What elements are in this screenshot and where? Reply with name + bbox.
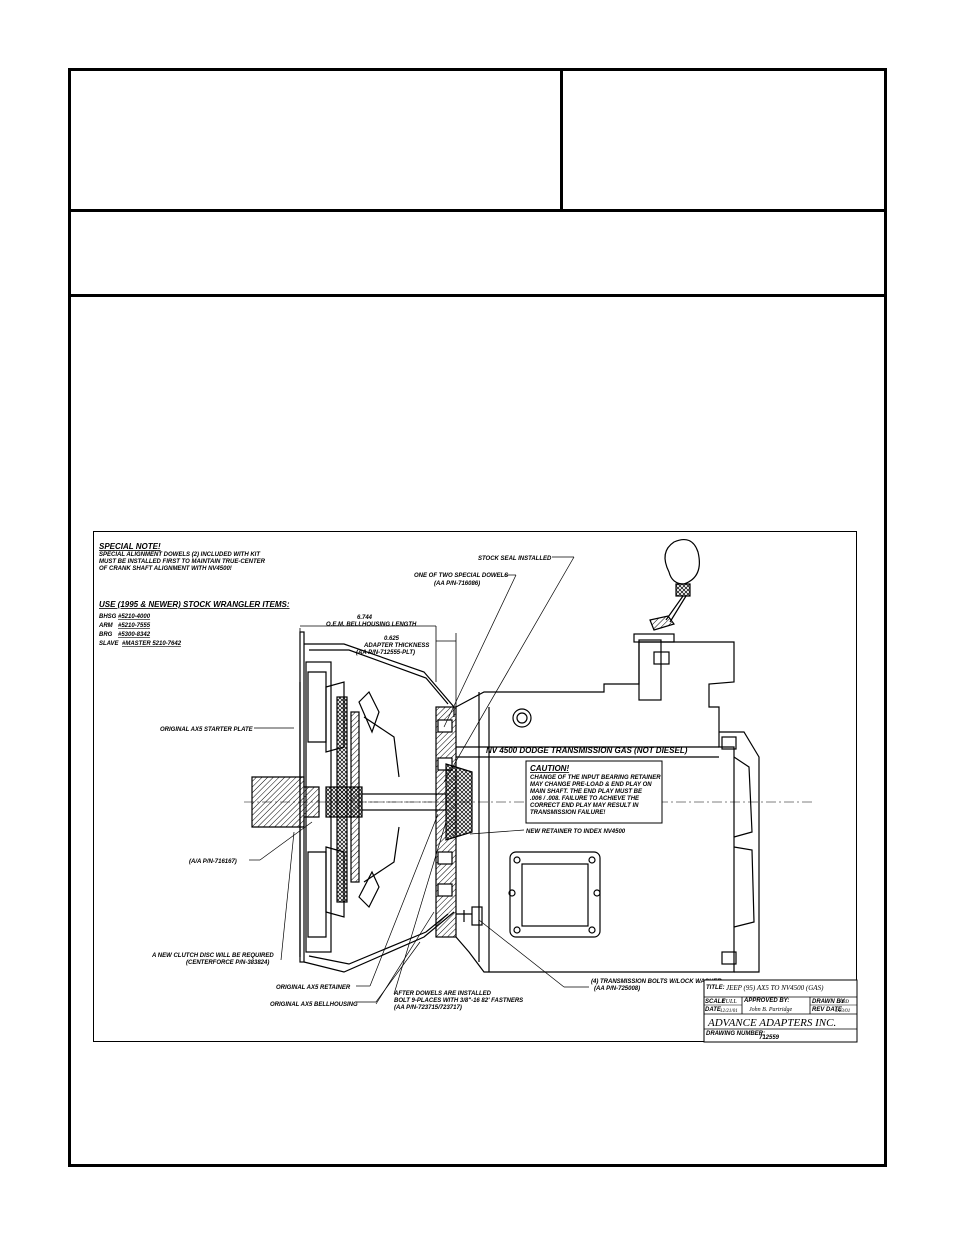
caution-box: CAUTION! CHANGE OF THE INPUT BEARING RET… (525, 760, 663, 824)
approved-label: APPROVED BY: (743, 998, 789, 1004)
caution-line: MAY CHANGE PRE-LOAD & END PLAY ON (530, 782, 652, 788)
drawn-value: KBD (838, 1000, 849, 1005)
dimension-labels: 6.744 O.E.M. BELLHOUSING LENGTH 0.625 AD… (326, 615, 429, 656)
stock-item-label: SLAVE (99, 641, 120, 647)
scale-label: SCALE (705, 999, 726, 1005)
leader-lines (249, 556, 589, 1005)
clutch-disc-label: A NEW CLUTCH DISC WILL BE REQUIRED (151, 953, 274, 959)
header-column-divider (560, 68, 563, 212)
caution-line: MAIN SHAFT. THE END PLAY MUST BE (530, 789, 643, 795)
drawing-number: 712559 (759, 1035, 780, 1041)
trans-bolts-pn-label: (AA P/N-725008) (594, 986, 640, 992)
after-dowels-label: AFTER DOWELS ARE INSTALLED (393, 991, 492, 997)
transmission-label: NV 4500 DODGE TRANSMISSION GAS (NOT DIES… (486, 746, 688, 755)
stock-items-heading: USE (1995 & NEWER) STOCK WRANGLER ITEMS: (99, 600, 290, 609)
stock-item-label: BRG (99, 632, 113, 638)
stock-item-label: ARM (98, 623, 114, 629)
clutch-disc-pn-label: (CENTERFORCE P/N-383824) (186, 960, 269, 966)
aa-pn-label: (A/A P/N-716167) (189, 859, 237, 865)
stock-item-value: #MASTER 5210-7642 (122, 641, 182, 647)
callouts: STOCK SEAL INSTALLED ONE OF TWO SPECIAL … (151, 556, 722, 1011)
bellhousing-dimension-value: 6.744 (357, 615, 373, 621)
stock-item-label: BHSG (99, 614, 117, 620)
special-note-line: SPECIAL ALIGNMENT DOWELS (2) INCLUDED WI… (99, 552, 261, 558)
date-value: 12/21/01 (720, 1009, 738, 1014)
drawn-label: DRAWN BY (812, 999, 846, 1005)
adapter-plate (435, 706, 483, 938)
title-value: JEEP (95) AX5 TO NV4500 (GAS) (726, 984, 824, 992)
adapter-dimension-label: ADAPTER THICKNESS (363, 643, 429, 649)
bellhousing-dimension-label: O.E.M. BELLHOUSING LENGTH (326, 622, 417, 628)
transmission-case (455, 633, 760, 973)
dowel-pn-label: (AA P/N-716086) (434, 581, 480, 587)
caution-line: CHANGE OF THE INPUT BEARING RETAINER (530, 775, 661, 781)
caution-line: TRANSMISSION FAILURE! (530, 810, 605, 816)
approved-signature: John B. Partridge (749, 1007, 792, 1013)
company-name: ADVANCE ADAPTERS INC. (707, 1017, 836, 1029)
date-label: DATE (705, 1007, 722, 1013)
special-note-heading: SPECIAL NOTE! (99, 542, 161, 551)
drawing-number-label: DRAWING NUMBER: (706, 1031, 765, 1037)
fasteners-label: BOLT 9-PLACES WITH 3/8"-16 82' FASTNERS (394, 998, 523, 1004)
dowel-label: ONE OF TWO SPECIAL DOWELS (414, 573, 508, 579)
rev-value: 3/23/01 (835, 1009, 850, 1014)
trans-bolts-label: (4) TRANSMISSION BOLTS W/LOCK WASHER (591, 979, 722, 985)
stock-item-value: #5210-4000 (118, 614, 151, 620)
crank-shaft (244, 776, 814, 828)
special-note-line: OF CRANK SHAFT ALIGNMENT WITH NV4500! (99, 566, 232, 572)
rev-label: REV DATE (812, 1007, 843, 1013)
drawing-svg: SPECIAL NOTE! SPECIAL ALIGNMENT DOWELS (… (98, 539, 858, 1043)
new-retainer-label: NEW RETAINER TO INDEX NV4500 (526, 829, 626, 835)
caution-line: .006 / .008. FAILURE TO ACHIEVE THE (530, 796, 640, 802)
special-note-line: MUST BE INSTALLED FIRST TO MAINTAIN TRUE… (99, 559, 266, 565)
title-block: TITLE: JEEP (95) AX5 TO NV4500 (GAS) SCA… (703, 979, 858, 1043)
shifter (649, 539, 700, 631)
special-note: SPECIAL NOTE! SPECIAL ALIGNMENT DOWELS (… (99, 542, 266, 572)
technical-drawing: SPECIAL NOTE! SPECIAL ALIGNMENT DOWELS (… (93, 531, 858, 1043)
stock-seal-label: STOCK SEAL INSTALLED (478, 556, 552, 562)
fasteners-pn-label: (AA P/N-723715/723717) (394, 1005, 462, 1011)
caution-line: CORRECT END PLAY MAY RESULT IN (530, 803, 639, 809)
stock-item-value: #5210-7555 (118, 623, 151, 629)
dimension-lines (299, 625, 457, 712)
retainer-label: ORIGINAL AX5 RETAINER (276, 985, 351, 991)
scale-value: FULL (721, 999, 737, 1005)
caution-heading: CAUTION! (530, 764, 569, 773)
stock-item-value: #5300-8342 (118, 632, 151, 638)
starter-plate-label: ORIGINAL AX5 STARTER PLATE (160, 727, 254, 733)
bellhousing-label: ORIGINAL AX5 BELLHOUSING (270, 1002, 358, 1008)
adapter-dimension-value: 0.625 (384, 636, 400, 642)
adapter-dimension-pn: (AA P/N-712555-PLT) (356, 650, 415, 656)
header-divider (68, 209, 887, 212)
stock-items: USE (1995 & NEWER) STOCK WRANGLER ITEMS:… (98, 600, 290, 647)
subheader-divider (68, 294, 887, 297)
title-label: TITLE: (706, 985, 725, 991)
page-border (68, 68, 887, 1167)
